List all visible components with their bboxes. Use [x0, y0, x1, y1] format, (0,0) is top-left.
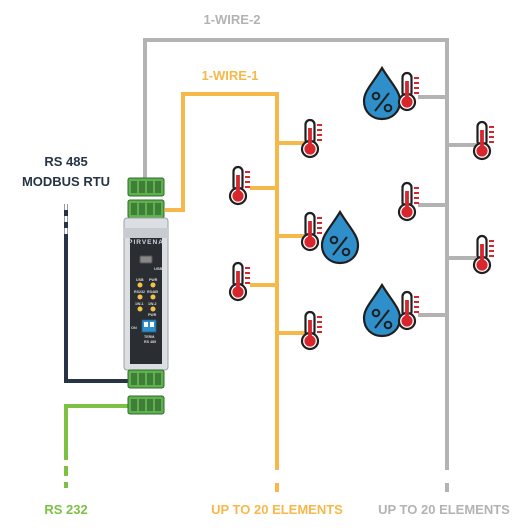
thermometer-icon: [472, 234, 496, 275]
led-label-rs485: RS485: [147, 290, 158, 294]
led-label-usb: USB: [136, 278, 144, 282]
wire2-label: 1-WIRE-2: [203, 12, 260, 27]
orange-capacity-label: UP TO 20 ELEMENTS: [211, 502, 343, 517]
rs485-wire: [64, 204, 128, 383]
thermometer-icon: [472, 120, 496, 161]
humidity-drop-icon: [320, 210, 360, 265]
led-label-rs232: RS232: [134, 290, 145, 294]
usb-port-label: USB: [154, 266, 163, 271]
term-label: TERM.: [144, 335, 155, 339]
led-1w1: [137, 306, 143, 312]
thermometer-icon: [300, 310, 324, 351]
led-pwr: [150, 282, 156, 288]
thermometer-icon: [397, 71, 421, 112]
rs232-wire: [64, 404, 128, 488]
gray-capacity-label: UP TO 20 ELEMENTS: [378, 502, 510, 517]
humidity-drop-icon: [362, 66, 402, 121]
device-brand: PIRVENA: [128, 239, 164, 246]
bottom-terminal-2: [127, 395, 165, 415]
top-terminal-1: [127, 177, 165, 197]
humidity-drop-icon: [362, 283, 402, 338]
led-label-1w1: 1W-1: [135, 302, 144, 306]
led-label-pwr: PWR: [149, 278, 158, 282]
led-rs485: [150, 294, 156, 300]
thermometer-icon: [300, 118, 324, 159]
led-label-1w2: 1W-2: [148, 302, 157, 306]
rs232-label: RS 232: [44, 502, 87, 517]
led-label-pwr2: PWR: [148, 313, 157, 317]
wire1-bus: [165, 92, 305, 492]
led-usb: [137, 282, 143, 288]
wire2-bus: [143, 38, 476, 492]
led-1w2: [150, 306, 156, 312]
thermometer-icon: [228, 261, 252, 302]
thermometer-icon: [397, 290, 421, 331]
pirvena-device: PIRVENA USB USB PWR RS232 RS485 1W-1 1W-…: [123, 177, 169, 415]
term-sub-label: RS 485: [144, 340, 156, 344]
rs485-label-line1: RS 485: [44, 154, 87, 169]
led-rs232: [137, 294, 143, 300]
wire1-label: 1-WIRE-1: [201, 68, 258, 83]
bottom-terminal-1: [127, 369, 165, 389]
switch-label: ON: [131, 326, 137, 330]
rs485-label-line2: MODBUS RTU: [22, 174, 110, 189]
top-terminal-2: [127, 199, 165, 219]
thermometer-icon: [397, 181, 421, 222]
thermometer-icon: [300, 211, 324, 252]
thermometer-icon: [228, 165, 252, 206]
